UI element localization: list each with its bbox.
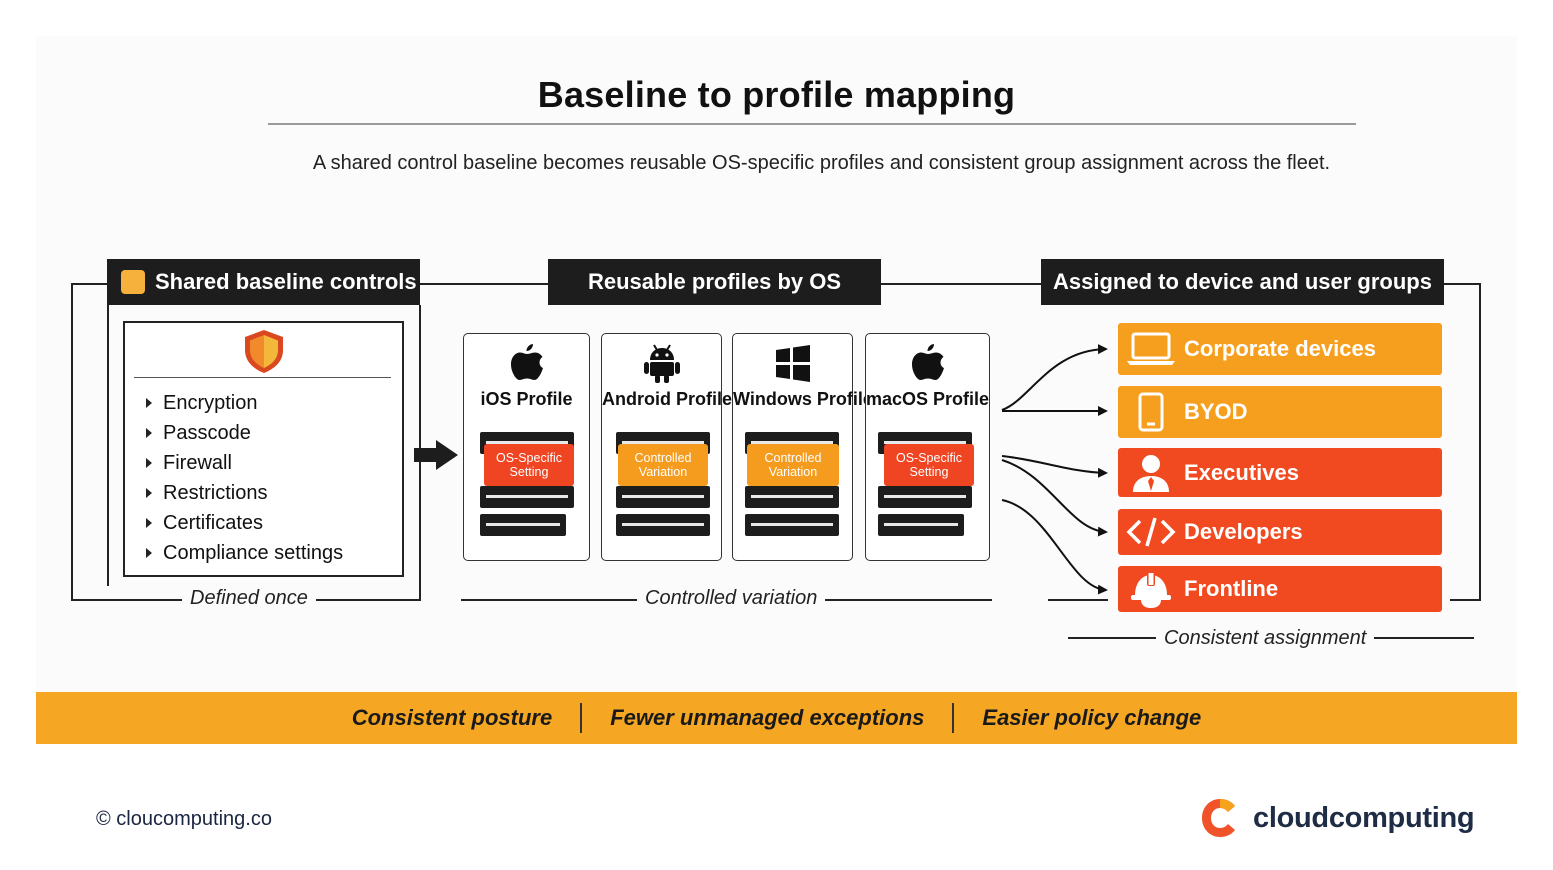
bullet-triangle-icon (146, 458, 152, 468)
laptop-icon (1127, 332, 1175, 365)
groups-caption: Consistent assignment (1156, 627, 1375, 650)
benefit-easier-change: Easier policy change (982, 705, 1202, 730)
arrow-to-developers (1001, 459, 1108, 537)
bullet-triangle-icon (146, 518, 152, 528)
groups-header: Assigned to device and user groups (1041, 259, 1444, 305)
setting-bar (616, 514, 710, 536)
group-developers: Developers (1118, 509, 1442, 555)
profile-card-ios: iOS Profile OS-Specific Setting (463, 333, 590, 561)
benefits-banner: Consistent posture Fewer unmanaged excep… (36, 692, 1517, 744)
baseline-item-certificates: Certificates (146, 508, 343, 538)
setting-bar (745, 514, 839, 536)
code-icon (1126, 517, 1176, 547)
hard-hat-icon (1131, 572, 1171, 608)
benefit-consistent-posture: Consistent posture (351, 705, 553, 730)
group-label-byod: BYOD (1184, 399, 1248, 424)
baseline-divider (134, 377, 391, 378)
page-title: Baseline to profile mapping (537, 74, 1016, 115)
group-label-executives: Executives (1184, 459, 1299, 485)
setting-bar (616, 486, 710, 508)
apple-icon (510, 344, 543, 380)
profiles-caption: Controlled variation (637, 587, 826, 610)
group-executives: Executives (1118, 448, 1442, 497)
shield-icon (245, 330, 283, 373)
setting-bar (878, 486, 972, 508)
group-byod: BYOD (1118, 386, 1442, 438)
group-frontline: Frontline (1118, 566, 1442, 612)
profiles-header-label: Reusable profiles by OS (587, 269, 842, 294)
profile-tag-ios: OS-Specific Setting (484, 444, 574, 486)
profile-card-windows: Windows Profile Controlled Variation (732, 333, 873, 561)
group-label-corporate-devices: Corporate devices (1184, 336, 1376, 361)
baseline-to-profiles-arrow (414, 440, 458, 470)
baseline-item-encryption: Encryption (146, 388, 343, 418)
windows-icon (775, 345, 810, 382)
arrow-to-corporate (1001, 344, 1108, 411)
setting-bar (878, 514, 964, 536)
bullet-triangle-icon (146, 398, 152, 408)
group-corporate-devices: Corporate devices (1118, 323, 1442, 375)
bullet-triangle-icon (146, 488, 152, 498)
cloudcomputing-logo-icon (1202, 799, 1235, 837)
profile-tag-android: Controlled Variation (618, 444, 708, 486)
groups-frame-right (1444, 283, 1481, 601)
profile-name-macos: macOS Profile (866, 389, 990, 409)
benefit-separator (580, 703, 583, 733)
profile-name-ios: iOS Profile (480, 389, 573, 409)
benefit-separator (952, 703, 955, 733)
baseline-square-icon (121, 270, 145, 294)
arrow-to-executives (1001, 455, 1108, 478)
android-icon (643, 344, 680, 383)
group-label-developers: Developers (1184, 519, 1303, 544)
bullet-triangle-icon (146, 548, 152, 558)
setting-bar (745, 486, 839, 508)
setting-bar (480, 514, 566, 536)
page-subtitle: A shared control baseline becomes reusab… (312, 152, 1331, 174)
baseline-header: Shared baseline controls (107, 259, 420, 305)
profiles-header: Reusable profiles by OS (548, 259, 881, 305)
baseline-frame (71, 283, 421, 601)
profile-tag-windows: Controlled Variation (747, 444, 839, 486)
baseline-item-passcode: Passcode (146, 418, 343, 448)
baseline-header-label: Shared baseline controls (155, 269, 417, 294)
footer-copyright: © cloucomputing.co (96, 808, 272, 830)
baseline-item-compliance: Compliance settings (146, 538, 343, 568)
profile-name-android: Android Profile (602, 389, 732, 409)
apple-icon (911, 344, 944, 380)
footer-brand-name: cloudcomputing (1253, 801, 1475, 834)
profile-card-macos: macOS Profile OS-Specific Setting (865, 333, 990, 561)
benefit-fewer-exceptions: Fewer unmanaged exceptions (610, 705, 925, 730)
arrow-to-frontline (1001, 499, 1108, 595)
baseline-item-firewall: Firewall (146, 448, 343, 478)
person-icon (1133, 454, 1169, 492)
groups-header-label: Assigned to device and user groups (1053, 269, 1432, 294)
setting-bar (480, 486, 574, 508)
baseline-item-restrictions: Restrictions (146, 478, 343, 508)
profile-name-windows: Windows Profile (733, 389, 873, 409)
profile-tag-macos: OS-Specific Setting (884, 444, 974, 486)
group-label-frontline: Frontline (1184, 576, 1279, 601)
profile-card-android: Android Profile Controlled Variation (601, 333, 732, 561)
baseline-control-list: Encryption Passcode Firewall Restriction… (146, 388, 343, 568)
title-divider (268, 123, 1356, 125)
smartphone-icon (1138, 392, 1164, 432)
bullet-triangle-icon (146, 428, 152, 438)
baseline-caption: Defined once (182, 587, 316, 610)
footer-brand-logo[interactable]: cloudcomputing (1199, 796, 1475, 840)
